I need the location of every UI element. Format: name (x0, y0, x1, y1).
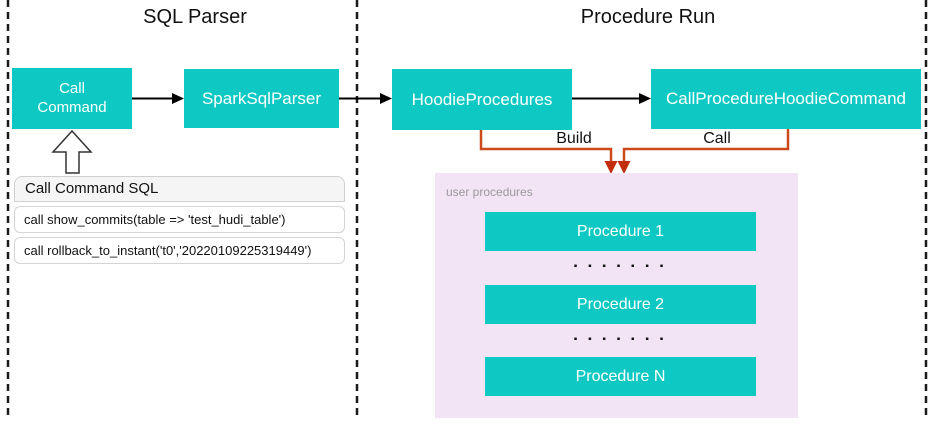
node-hoodie-procedures: HoodieProcedures (392, 69, 572, 130)
procedure-box-2: Procedure 2 (485, 285, 756, 324)
arrow-sparksqlparser-to-hoodieprocedures (339, 93, 392, 104)
sql-panel-header: Call Command SQL (14, 176, 345, 202)
ellipsis-dots: ▪ ▪ ▪ ▪ ▪ ▪ ▪ (573, 261, 668, 272)
procedure-box-1: Procedure 1 (485, 212, 756, 251)
node-call-procedure-command: CallProcedureHoodieCommand (651, 69, 921, 129)
node-call-command: Call Command (12, 68, 132, 129)
arrow-callcommand-to-sparksqlparser (132, 93, 184, 104)
sql-example-row: call show_commits(table => 'test_hudi_ta… (14, 206, 345, 233)
ellipsis-dots: ▪ ▪ ▪ ▪ ▪ ▪ ▪ (573, 334, 668, 345)
user-procedures-panel: user procedures Procedure 1 ▪ ▪ ▪ ▪ ▪ ▪ … (435, 173, 798, 418)
user-procedures-label: user procedures (446, 185, 533, 199)
call-command-sql-panel: Call Command SQL call show_commits(table… (14, 176, 345, 264)
node-spark-sql-parser: SparkSqlParser (184, 69, 339, 128)
hollow-up-arrow (51, 129, 93, 174)
build-connector (479, 129, 618, 174)
procedure-box-n: Procedure N (485, 357, 756, 396)
arrow-hoodieprocedures-to-callprocedure (572, 93, 651, 104)
edge-label-build: Build (556, 130, 592, 147)
section-title-sql-parser: SQL Parser (143, 6, 247, 28)
edge-label-call: Call (703, 130, 731, 147)
sql-example-row: call rollback_to_instant('t0','202201092… (14, 237, 345, 264)
section-title-procedure-run: Procedure Run (580, 6, 716, 28)
